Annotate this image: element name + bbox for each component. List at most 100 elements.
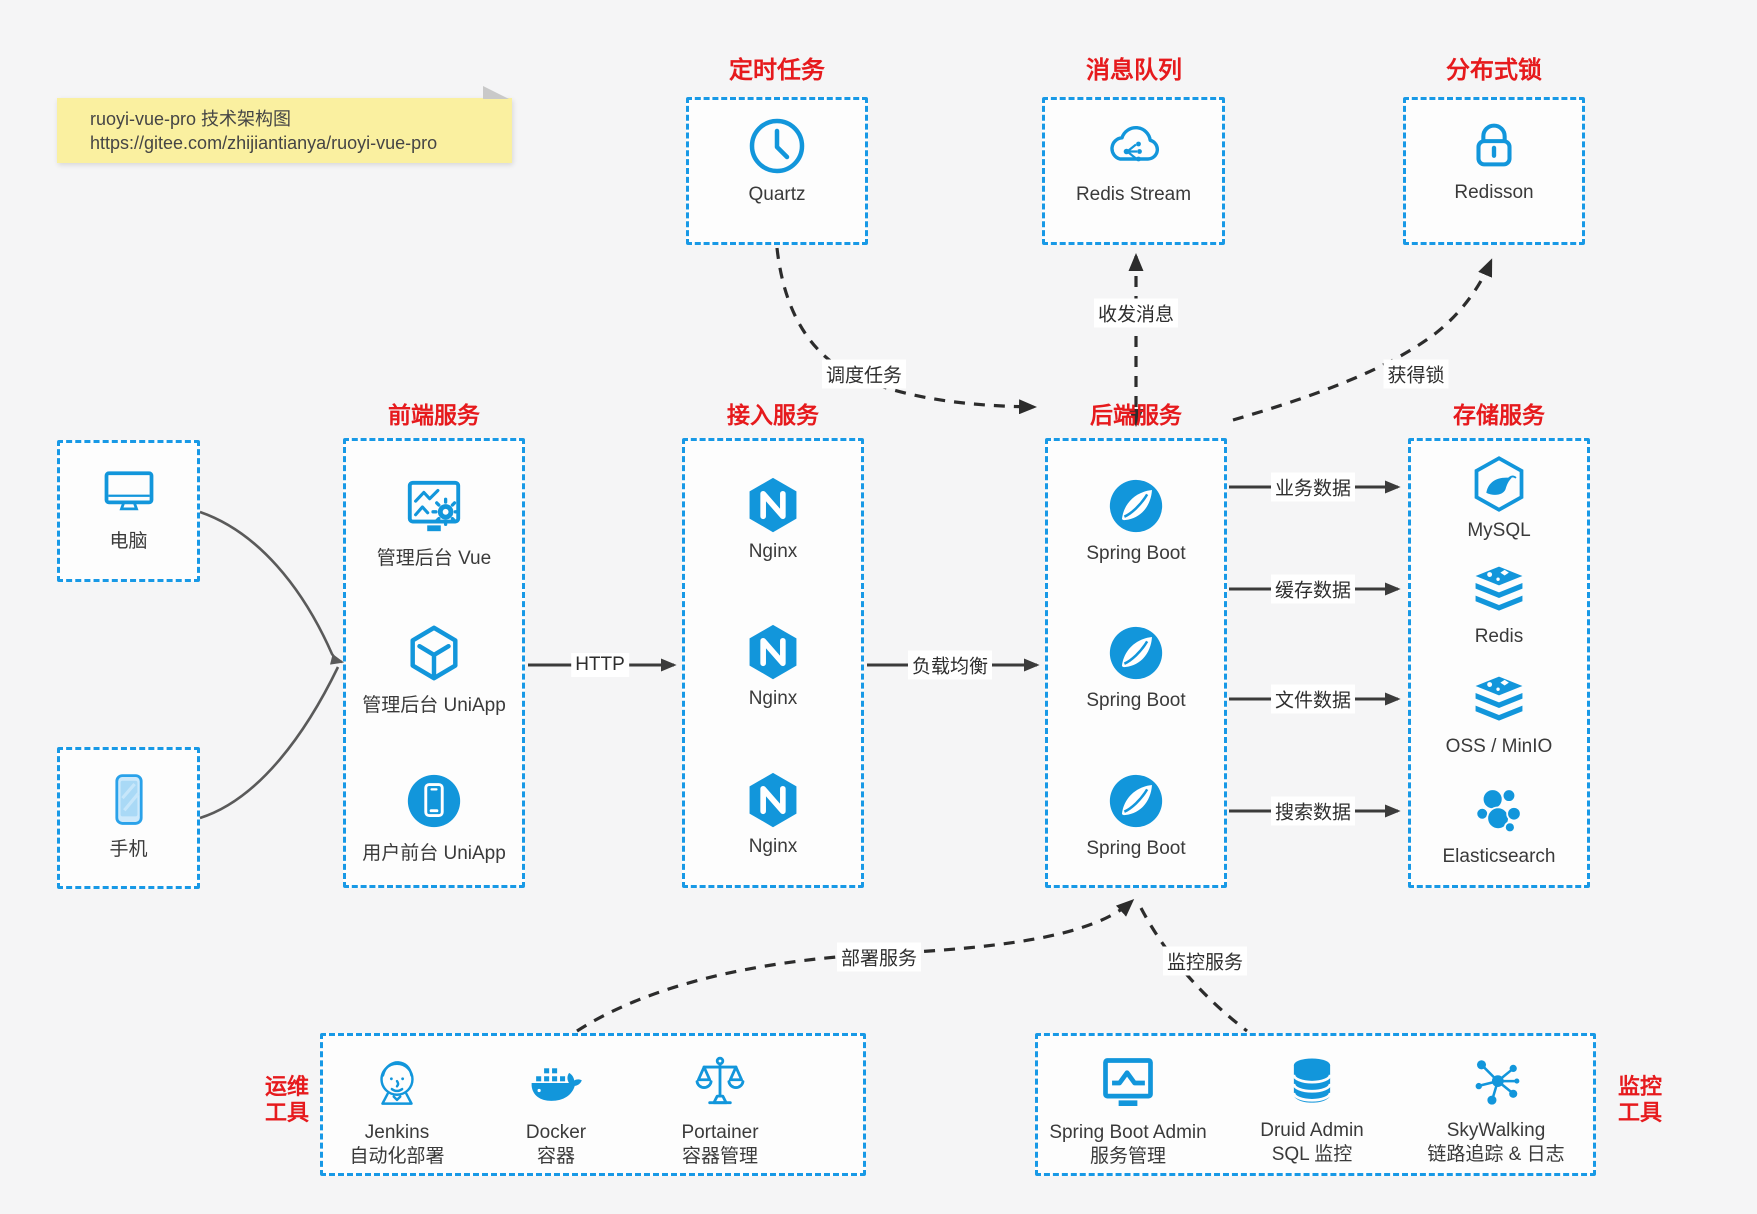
edge-label-file-data: 文件数据 xyxy=(1270,684,1356,714)
gateway-services-box: Nginx Nginx Nginx xyxy=(682,438,864,888)
item-label: Redis Stream xyxy=(1075,184,1192,205)
section-title-scheduler: 定时任务 xyxy=(729,57,825,84)
list-item: Druid Admin SQL 监控 xyxy=(1217,1053,1407,1167)
list-item: OSS / MinIO xyxy=(1411,670,1587,758)
item-label: 管理后台 Vue xyxy=(376,548,492,569)
list-item: Nginx xyxy=(685,475,861,563)
list-item: Nginx xyxy=(685,622,861,710)
item-label: Quartz xyxy=(748,184,806,205)
edge-label-cache-data: 缓存数据 xyxy=(1270,574,1356,604)
topology-icon xyxy=(1475,1060,1520,1105)
item-desc: SQL 监控 xyxy=(1271,1144,1353,1165)
note-title: ruoyi-vue-pro 技术架构图 xyxy=(90,109,292,129)
admin-web-vue-icon xyxy=(407,480,461,532)
monitoring-tools-box: Spring Boot Admin 服务管理 Druid Admin SQL 监… xyxy=(1035,1033,1596,1176)
item-desc: 容器管理 xyxy=(681,1146,758,1167)
edge-label-acquire-lock: 获得锁 xyxy=(1383,359,1449,389)
item-label: Redisson xyxy=(1454,182,1534,203)
list-item: Redis Stream xyxy=(1045,114,1222,206)
item-name: Spring Boot Admin xyxy=(1049,1122,1207,1143)
edge-label-search-data: 搜索数据 xyxy=(1270,796,1356,826)
mysql-icon xyxy=(1474,456,1524,512)
mobile-app-icon xyxy=(407,774,461,828)
docker-icon xyxy=(531,1066,582,1101)
item-label: 用户前台 UniApp xyxy=(362,843,506,864)
item-label: MySQL xyxy=(1467,520,1531,541)
list-item: Redis xyxy=(1411,560,1587,648)
uniapp-cube-icon xyxy=(410,625,458,681)
portainer-icon xyxy=(695,1056,745,1105)
smartphone-icon xyxy=(114,774,143,825)
section-title-ops: 运维 工具 xyxy=(264,1074,309,1125)
list-item: Quartz xyxy=(689,114,865,206)
item-label: Spring Boot xyxy=(1086,543,1186,564)
item-desc: 服务管理 xyxy=(1089,1146,1166,1167)
lock-icon xyxy=(1476,123,1512,167)
list-item: 手机 xyxy=(60,770,197,861)
elasticsearch-icon xyxy=(1475,788,1522,834)
item-label: Elasticsearch xyxy=(1442,846,1556,867)
redis-stack-icon xyxy=(1475,566,1523,611)
item-desc: 自动化部署 xyxy=(349,1146,445,1167)
item-label: Nginx xyxy=(748,688,798,709)
item-label: 手机 xyxy=(109,839,148,860)
section-title-lock: 分布式锁 xyxy=(1446,57,1542,84)
storage-stack-icon xyxy=(1475,676,1523,721)
desktop-icon xyxy=(104,471,153,511)
edge-label-load-balance: 负载均衡 xyxy=(907,650,993,680)
item-name: Docker xyxy=(525,1122,587,1143)
jenkins-icon xyxy=(380,1061,414,1105)
item-name: SkyWalking xyxy=(1446,1120,1546,1141)
monitor-chart-icon xyxy=(1103,1058,1153,1106)
edge-mobile-to-frontend xyxy=(199,666,340,820)
item-label: OSS / MinIO xyxy=(1445,736,1553,757)
section-title-gateway: 接入服务 xyxy=(727,402,819,428)
scheduler-box: Quartz xyxy=(686,97,868,245)
item-label: Nginx xyxy=(748,836,798,857)
item-name: Druid Admin xyxy=(1260,1120,1364,1141)
edge-label-schedule-task: 调度任务 xyxy=(821,359,907,389)
list-item: SkyWalking 链路追踪 & 日志 xyxy=(1401,1053,1591,1167)
item-desc: 容器 xyxy=(536,1146,575,1167)
backend-services-box: Spring Boot Spring Boot Spring Boot xyxy=(1045,438,1227,888)
list-item: Spring Boot Admin 服务管理 xyxy=(1033,1053,1223,1169)
edge-label-monitor-service: 监控服务 xyxy=(1162,946,1248,976)
item-label: Spring Boot xyxy=(1086,690,1186,711)
item-label: Redis xyxy=(1474,626,1524,647)
item-desc: 链路追踪 & 日志 xyxy=(1427,1144,1565,1165)
list-item: 电脑 xyxy=(60,462,197,553)
list-item: Nginx xyxy=(685,770,861,858)
list-item: 管理后台 Vue xyxy=(346,475,522,570)
client-mobile-box: 手机 xyxy=(57,747,200,889)
list-item: Jenkins 自动化部署 xyxy=(322,1053,472,1169)
list-item: Spring Boot xyxy=(1048,770,1224,860)
sticky-note: ruoyi-vue-pro 技术架构图 https://gitee.com/zh… xyxy=(57,86,512,163)
list-item: Elasticsearch xyxy=(1411,782,1587,868)
section-title-mq: 消息队列 xyxy=(1086,57,1182,84)
list-item: Redisson xyxy=(1406,114,1582,204)
edge-label-http: HTTP xyxy=(571,653,629,677)
edge-pc-to-frontend xyxy=(199,510,345,665)
section-title-monitoring: 监控 工具 xyxy=(1617,1074,1662,1125)
list-item: Portainer 容器管理 xyxy=(645,1053,795,1169)
cloud-stream-icon xyxy=(1109,125,1159,162)
spring-boot-icon xyxy=(1109,774,1163,828)
ops-tools-box: Jenkins 自动化部署 Docker 容器 xyxy=(320,1033,866,1176)
note-url: https://gitee.com/zhijiantianya/ruoyi-vu… xyxy=(90,133,438,153)
item-label: 管理后台 UniApp xyxy=(362,695,506,716)
item-name: Portainer xyxy=(681,1122,759,1143)
item-label: 电脑 xyxy=(109,531,148,552)
list-item: MySQL xyxy=(1411,454,1587,542)
list-item: Docker 容器 xyxy=(481,1053,631,1169)
edge-label-deploy-service: 部署服务 xyxy=(836,942,922,972)
gear-icon xyxy=(431,497,460,527)
database-icon xyxy=(1292,1058,1332,1103)
spring-boot-icon xyxy=(1109,626,1163,680)
edge-label-send-receive-msg: 收发消息 xyxy=(1093,298,1179,328)
item-name: Jenkins xyxy=(364,1122,430,1143)
section-title-frontend: 前端服务 xyxy=(388,402,480,428)
nginx-icon xyxy=(749,624,797,680)
edge-label-business-data: 业务数据 xyxy=(1270,472,1356,502)
list-item: Spring Boot xyxy=(1048,475,1224,565)
